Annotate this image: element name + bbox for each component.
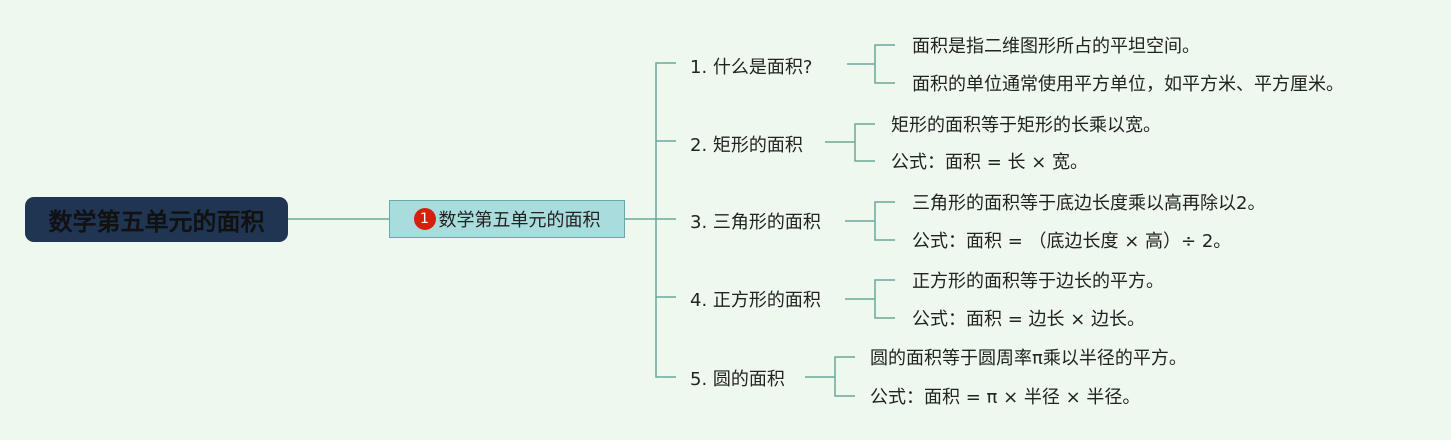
branch-node[interactable]: 2. 矩形的面积 — [690, 135, 803, 156]
topic-title: 数学第五单元的面积 — [438, 210, 601, 231]
leaf-node[interactable]: 面积是指二维图形所占的平坦空间。 — [912, 36, 1200, 57]
leaf-node[interactable]: 矩形的面积等于矩形的长乘以宽。 — [891, 115, 1161, 136]
priority-badge-icon: 1 — [413, 208, 436, 230]
leaf-node[interactable]: 面积的单位通常使用平方单位，如平方米、平方厘米。 — [912, 74, 1344, 95]
leaf-node[interactable]: 公式：面积 = π × 半径 × 半径。 — [870, 387, 1141, 408]
leaf-node[interactable]: 正方形的面积等于边长的平方。 — [912, 271, 1164, 292]
leaf-node[interactable]: 公式：面积 = 长 × 宽。 — [891, 152, 1089, 173]
leaf-node[interactable]: 公式：面积 = 边长 × 边长。 — [912, 309, 1146, 330]
leaf-node[interactable]: 三角形的面积等于底边长度乘以高再除以2。 — [912, 193, 1266, 214]
root-title: 数学第五单元的面积 — [48, 208, 265, 236]
branch-node[interactable]: 1. 什么是面积? — [690, 57, 813, 78]
branch-node[interactable]: 4. 正方形的面积 — [690, 290, 821, 311]
leaf-node[interactable]: 圆的面积等于圆周率π乘以半径的平方。 — [870, 348, 1187, 369]
branch-node[interactable]: 5. 圆的面积 — [690, 369, 785, 390]
branch-node[interactable]: 3. 三角形的面积 — [690, 212, 821, 233]
leaf-node[interactable]: 公式：面积 = （底边长度 × 高）÷ 2。 — [912, 231, 1232, 252]
root-node[interactable]: 数学第五单元的面积 — [25, 197, 288, 242]
